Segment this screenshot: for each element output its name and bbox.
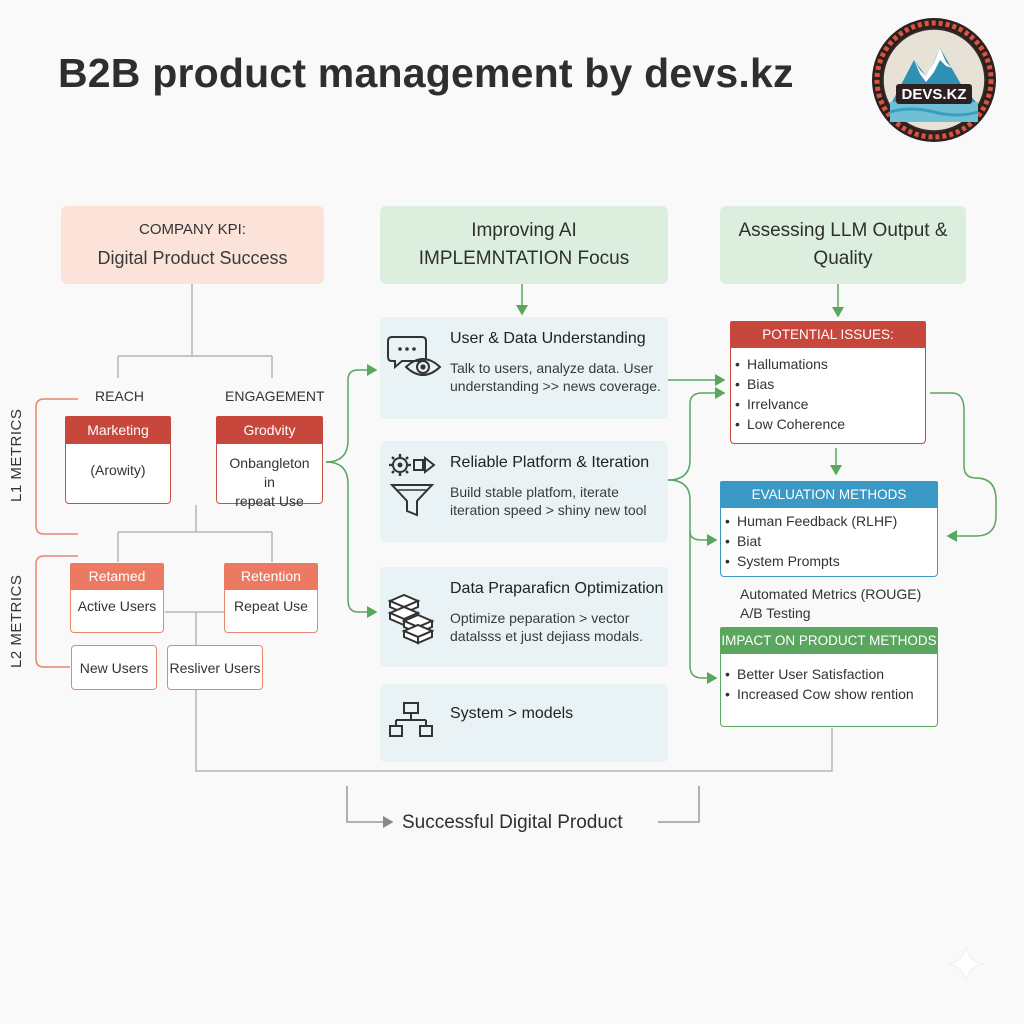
evaluation-item: System Prompts [721, 551, 937, 571]
logo-text: DEVS.KZ [901, 86, 966, 103]
issue-item: Irrelvance [731, 394, 925, 414]
retention-body: Repeat Use [234, 598, 308, 614]
step-desc-line1: Optimize peparation > vector [450, 610, 630, 626]
marketing-title: Marketing [65, 416, 171, 444]
step-system-models: System > models [380, 684, 668, 762]
issue-item: Low Coherence [731, 414, 925, 434]
evaluation-extra-1: Automated Metrics (ROUGE) [740, 586, 922, 602]
company-kpi-header: COMPANY KPI: Digital Product Success [61, 206, 324, 284]
sparkle-icon [946, 944, 986, 984]
new-users-box: New Users [71, 645, 157, 690]
hierarchy-icon [386, 700, 444, 745]
grodvity-box: Grodvity Onbangleton in repeat Use [216, 416, 323, 509]
evaluation-methods-card: EVALUATION METHODS Human Feedback (RLHF)… [720, 481, 938, 577]
evaluation-extra-2: A/B Testing [740, 605, 811, 621]
step-title: Data Praparaficn Optimization [450, 580, 664, 597]
evaluation-header: EVALUATION METHODS [720, 481, 938, 508]
step-desc-line2: iteration speed > shiny new tool [450, 502, 647, 519]
potential-issues-card: POTENTIAL ISSUES: Hallumations Bias Irre… [730, 321, 926, 444]
l1-metrics-label: L1 METRICS [8, 408, 25, 502]
successful-product-label: Successful Digital Product [402, 812, 623, 833]
retention-box: Retention Repeat Use [224, 563, 318, 633]
retention-title: Retention [224, 563, 318, 590]
l2-metrics-label: L2 METRICS [8, 574, 25, 668]
ai-header-line2: IMPLEMNTATION Focus [418, 248, 630, 269]
grodvity-body-line1: Onbangleton in [229, 455, 310, 490]
retamed-body: Active Users [77, 598, 157, 614]
evaluation-item: Biat [721, 531, 937, 551]
step-title: System > models [450, 705, 574, 722]
marketing-body: (Arowity) [90, 462, 146, 478]
impact-item: Better User Satisfaction [721, 664, 937, 684]
issues-header: POTENTIAL ISSUES: [730, 321, 926, 348]
gear-funnel-icon [386, 451, 444, 526]
llm-header-line2: Quality [813, 248, 873, 269]
chat-eye-icon [386, 331, 444, 396]
evaluation-item: Human Feedback (RLHF) [721, 511, 937, 531]
page-title: B2B product management by devs.kz [58, 50, 794, 96]
retamed-title: Retamed [70, 563, 164, 590]
reach-label: REACH [95, 388, 145, 404]
step-data-prep: Data Praparaficn Optimization Optimize p… [380, 567, 668, 667]
step-desc-line1: Build stable platfom, iterate [450, 484, 619, 500]
step-title: Reliable Platform & Iteration [450, 454, 650, 471]
step-platform: Reliable Platform & Iteration Build stab… [380, 441, 668, 542]
marketing-box: Marketing (Arowity) [65, 416, 171, 504]
issue-item: Hallumations [731, 354, 925, 374]
step-desc-line2: understanding >> news coverage. [450, 378, 661, 395]
step-desc-line1: Talk to users, analyze data. User [450, 360, 654, 376]
grodvity-title: Grodvity [216, 416, 323, 444]
kpi-title: Digital Product Success [97, 247, 288, 268]
ai-focus-header: Improving AI IMPLEMNTATION Focus [380, 206, 668, 284]
impact-card: IMPACT ON PRODUCT METHODS Better User Sa… [720, 627, 938, 727]
resliver-users-box: Resliver Users [167, 645, 263, 690]
llm-quality-header: Assessing LLM Output & Quality [720, 206, 966, 284]
kpi-label: COMPANY KPI: [139, 221, 246, 239]
issue-item: Bias [731, 374, 925, 394]
impact-item: Increased Cow show rention [721, 684, 937, 704]
impact-header: IMPACT ON PRODUCT METHODS [720, 627, 938, 654]
llm-header-line1: Assessing LLM Output & [738, 220, 948, 242]
retamed-box: Retamed Active Users [70, 563, 164, 633]
step-title: User & Data Understanding [450, 330, 646, 347]
grodvity-body-line2: repeat Use [235, 492, 304, 509]
ai-header-line1: Improving AI [471, 220, 577, 242]
engagement-label: ENGAGEMENT [225, 388, 325, 404]
step-user-data: User & Data Understanding Talk to users,… [380, 317, 668, 419]
mountain-logo-icon: DEVS.KZ [870, 16, 998, 144]
database-stack-icon [386, 591, 444, 652]
step-desc-line2: datalsss et just dejiass modals. [450, 628, 643, 645]
